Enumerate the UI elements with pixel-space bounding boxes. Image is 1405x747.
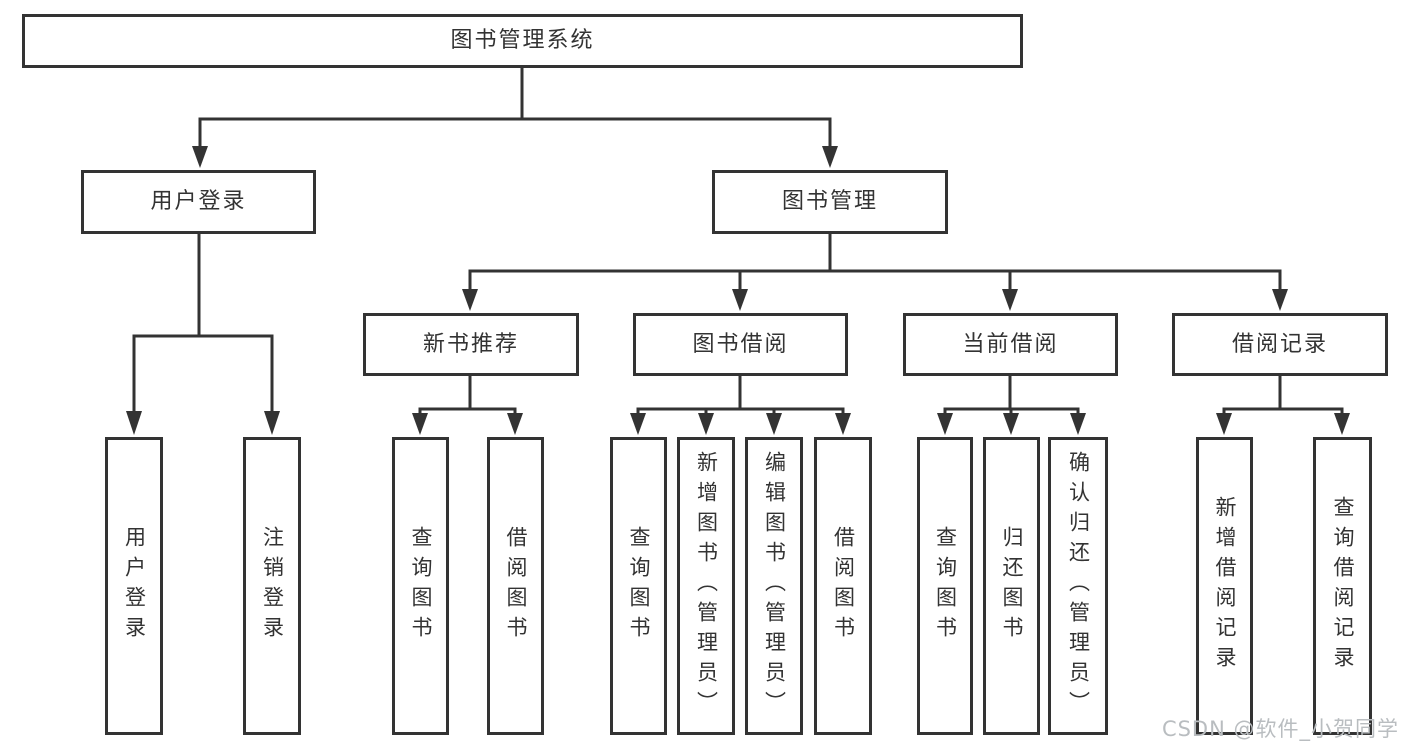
arrow-down-icon [698, 413, 714, 435]
node-label: 查询图书 [409, 526, 433, 646]
node-label: 图书管理 [781, 189, 878, 214]
connector-new-book-recommend-children [412, 376, 523, 435]
leaf-query-book-recommend: 查询图书 [392, 437, 449, 735]
leaf-add-book-admin: 新增图书（管理员） [677, 437, 735, 735]
node-label: 图书管理系统 [450, 28, 595, 53]
node-label: 新增图书（管理员） [694, 451, 719, 721]
node-label: 确认归还（管理员） [1066, 451, 1091, 721]
node-label: 查询图书 [627, 526, 651, 646]
arrow-down-icon [126, 411, 142, 435]
leaf-add-borrow-record: 新增借阅记录 [1196, 437, 1253, 735]
arrow-down-icon [1334, 413, 1350, 435]
leaf-borrow-book-recommend: 借阅图书 [487, 437, 544, 735]
node-label: 借阅图书 [504, 526, 528, 646]
leaf-return-book: 归还图书 [983, 437, 1040, 735]
arrow-down-icon [412, 413, 428, 435]
node-user-login: 用户登录 [81, 170, 316, 234]
node-new-book-recommend: 新书推荐 [363, 313, 579, 376]
node-book-management: 图书管理 [712, 170, 948, 234]
arrow-down-icon [192, 146, 208, 168]
connector-borrow-records-children [1216, 376, 1350, 435]
node-label: 注销登录 [260, 526, 285, 646]
arrow-down-icon [1070, 413, 1086, 435]
node-label: 查询图书 [933, 526, 958, 646]
arrow-down-icon [1003, 413, 1019, 435]
node-label: 借阅记录 [1231, 331, 1328, 357]
node-borrow-records: 借阅记录 [1172, 313, 1388, 376]
node-label: 当前借阅 [962, 331, 1059, 357]
node-label: 用户登录 [150, 189, 247, 214]
node-label: 用户登录 [122, 526, 147, 646]
node-label: 查询借阅记录 [1331, 496, 1355, 676]
connector-user-login-children [126, 234, 280, 435]
arrow-down-icon [1002, 289, 1018, 311]
connector-current-borrow-children [937, 376, 1086, 435]
node-label: 新增借阅记录 [1213, 496, 1237, 676]
leaf-user-login: 用户登录 [105, 437, 163, 735]
arrow-down-icon [937, 413, 953, 435]
arrow-down-icon [1272, 289, 1288, 311]
leaf-logout: 注销登录 [243, 437, 301, 735]
arrow-down-icon [507, 413, 523, 435]
arrow-down-icon [766, 413, 782, 435]
node-library-management-system: 图书管理系统 [22, 14, 1023, 68]
leaf-confirm-return-admin: 确认归还（管理员） [1048, 437, 1108, 735]
leaf-query-borrow-record: 查询借阅记录 [1313, 437, 1372, 735]
node-book-borrow: 图书借阅 [633, 313, 848, 376]
node-label: 编辑图书（管理员） [762, 451, 787, 721]
node-current-borrow: 当前借阅 [903, 313, 1118, 376]
leaf-query-book-borrow: 查询图书 [610, 437, 667, 735]
node-label: 归还图书 [1000, 526, 1024, 646]
arrow-down-icon [822, 146, 838, 168]
arrow-down-icon [264, 411, 280, 435]
node-label: 新书推荐 [422, 331, 519, 357]
arrow-down-icon [1216, 413, 1232, 435]
connector-book-borrow-children [630, 376, 851, 435]
leaf-borrow-book: 借阅图书 [814, 437, 872, 735]
node-label: 借阅图书 [831, 526, 856, 646]
arrow-down-icon [732, 289, 748, 311]
leaf-query-book-current: 查询图书 [917, 437, 973, 735]
csdn-watermark: CSDN @软件_小贺同学 [1161, 717, 1399, 741]
node-label: 图书借阅 [692, 331, 789, 357]
connector-book-management-children [462, 234, 1288, 311]
arrow-down-icon [462, 289, 478, 311]
leaf-edit-book-admin: 编辑图书（管理员） [745, 437, 803, 735]
arrow-down-icon [835, 413, 851, 435]
arrow-down-icon [630, 413, 646, 435]
connector-root-to-level2 [192, 68, 838, 168]
